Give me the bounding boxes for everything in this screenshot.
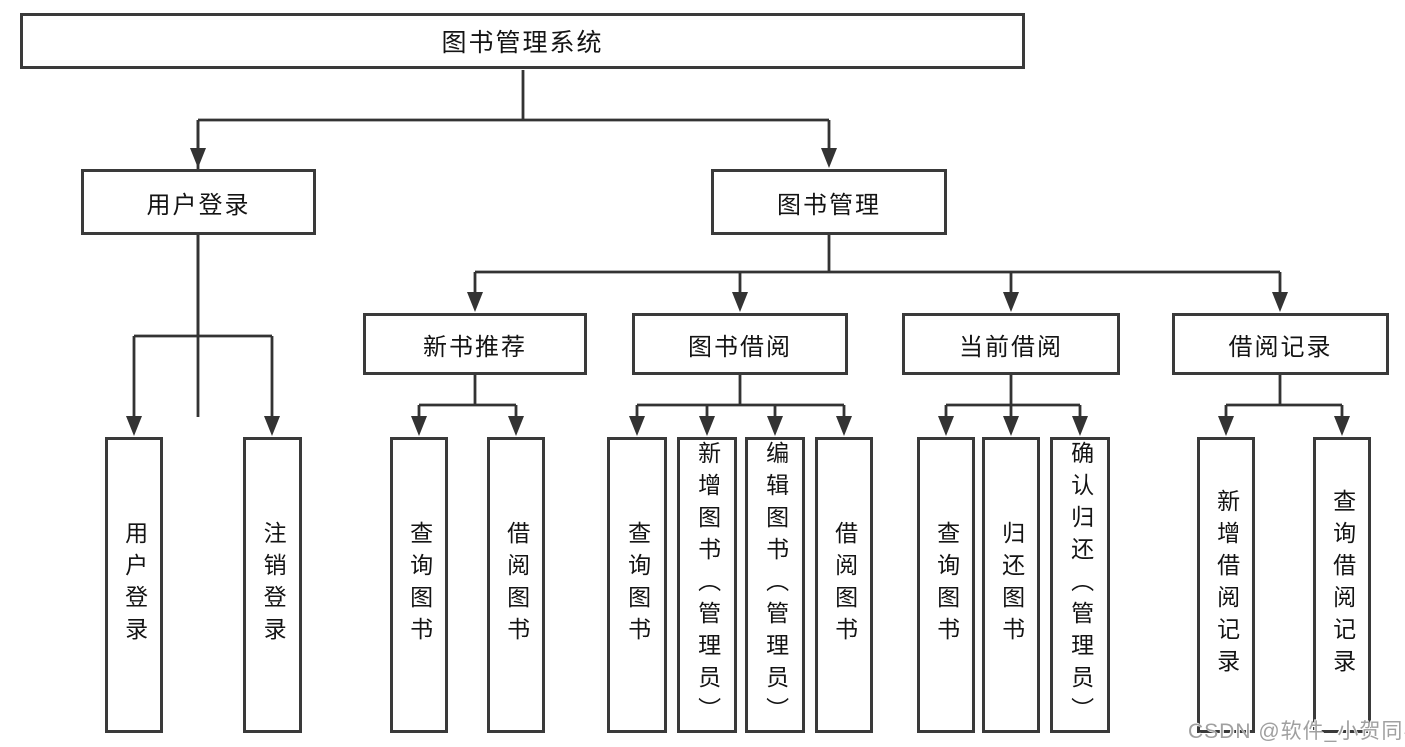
node-leaf-query-books-2-label: 查询图书 xyxy=(624,521,651,649)
node-current-borrow-label: 当前借阅 xyxy=(959,333,1063,361)
node-book-borrow: 图书借阅 xyxy=(632,313,848,375)
csdn-watermark: CSDN @软件_小贺同学 xyxy=(1188,720,1405,743)
node-new-book-recommend-label: 新书推荐 xyxy=(423,333,527,361)
node-leaf-query-books-1: 查询图书 xyxy=(390,437,448,733)
node-leaf-user-login: 用户登录 xyxy=(105,437,163,733)
node-leaf-add-books-admin-label: 新增图书（管理员） xyxy=(694,441,721,729)
node-leaf-add-borrow-record: 新增借阅记录 xyxy=(1197,437,1255,733)
node-leaf-add-borrow-record-label: 新增借阅记录 xyxy=(1213,489,1240,681)
node-borrow-records: 借阅记录 xyxy=(1172,313,1389,375)
node-leaf-add-books-admin: 新增图书（管理员） xyxy=(677,437,737,733)
node-leaf-confirm-return-admin: 确认归还（管理员） xyxy=(1050,437,1110,733)
node-user-login: 用户登录 xyxy=(81,169,316,235)
node-leaf-logout-label: 注销登录 xyxy=(260,521,287,649)
arrowheads xyxy=(126,148,1350,436)
node-leaf-query-borrow-record: 查询借阅记录 xyxy=(1313,437,1371,733)
node-leaf-query-books-2: 查询图书 xyxy=(607,437,667,733)
node-leaf-return-books: 归还图书 xyxy=(982,437,1040,733)
node-leaf-edit-books-admin: 编辑图书（管理员） xyxy=(745,437,805,733)
node-leaf-query-books-3: 查询图书 xyxy=(917,437,975,733)
node-leaf-borrow-books-2-label: 借阅图书 xyxy=(831,521,858,649)
node-leaf-query-books-1-label: 查询图书 xyxy=(406,521,433,649)
node-root: 图书管理系统 xyxy=(20,13,1025,69)
node-leaf-return-books-label: 归还图书 xyxy=(998,521,1025,649)
node-book-borrow-label: 图书借阅 xyxy=(688,333,792,361)
node-root-label: 图书管理系统 xyxy=(441,29,604,57)
node-leaf-user-login-label: 用户登录 xyxy=(121,521,148,649)
node-leaf-borrow-books-2: 借阅图书 xyxy=(815,437,873,733)
node-leaf-query-borrow-record-label: 查询借阅记录 xyxy=(1329,489,1356,681)
node-user-login-label: 用户登录 xyxy=(146,191,251,219)
node-leaf-query-books-3-label: 查询图书 xyxy=(933,521,960,649)
node-leaf-edit-books-admin-label: 编辑图书（管理员） xyxy=(762,441,789,729)
node-borrow-records-label: 借阅记录 xyxy=(1228,333,1333,361)
node-book-management-label: 图书管理 xyxy=(777,191,881,219)
node-leaf-logout: 注销登录 xyxy=(243,437,302,733)
node-current-borrow: 当前借阅 xyxy=(902,313,1120,375)
node-new-book-recommend: 新书推荐 xyxy=(363,313,587,375)
node-book-management: 图书管理 xyxy=(711,169,947,235)
node-leaf-borrow-books-1-label: 借阅图书 xyxy=(503,521,530,649)
node-leaf-borrow-books-1: 借阅图书 xyxy=(487,437,545,733)
node-leaf-confirm-return-admin-label: 确认归还（管理员） xyxy=(1067,441,1094,729)
